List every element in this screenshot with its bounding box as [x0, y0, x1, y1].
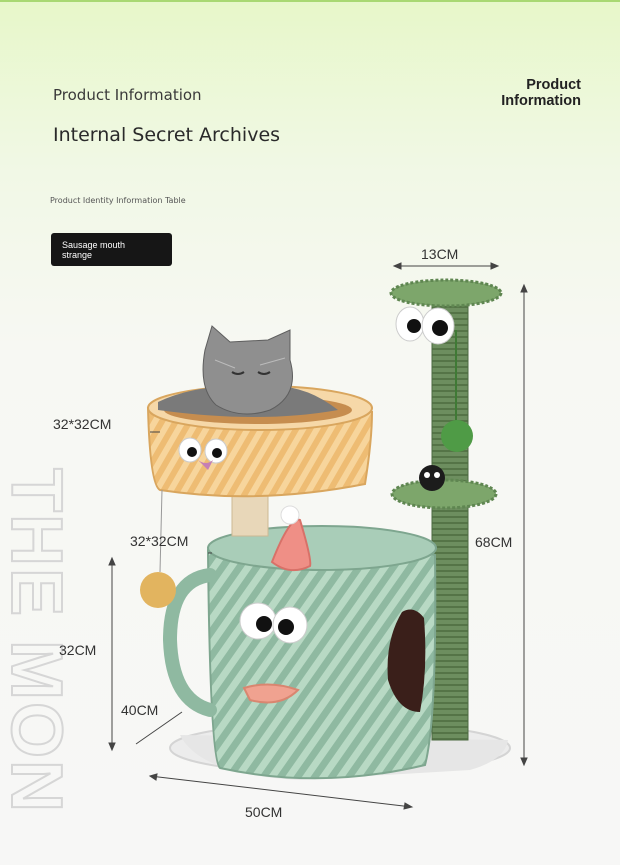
top-perch [389, 278, 503, 308]
dim-depth: 40CM [121, 702, 159, 718]
scratching-post [431, 297, 469, 741]
dim-box-height: 32CM [59, 642, 97, 658]
section-subtitle: Product Information [53, 86, 202, 104]
hanging-pompom [140, 572, 176, 608]
middle-perch [390, 478, 498, 510]
cat-house [162, 505, 437, 780]
sausage-mouth [242, 683, 300, 704]
dim-bed-size: 32*32CM [53, 416, 112, 432]
post-eyes [395, 306, 455, 345]
watermark-text: THE MON [0, 468, 76, 814]
identity-table-label: Product Identity Information Table [50, 196, 186, 205]
gray-cat [158, 325, 338, 417]
watermark: THE MON [0, 467, 77, 815]
feature-badge: Sausage mouth strange [51, 233, 172, 266]
dim-base-width: 50CM [245, 804, 283, 820]
dim-height: 68CM [475, 534, 513, 550]
product-info-heading: Product Information [501, 77, 581, 109]
dimension-lines [108, 262, 528, 810]
party-hat [270, 518, 312, 572]
soot-sprite-toy [419, 465, 445, 491]
top-accent-line [0, 0, 620, 2]
green-toy-ball [441, 420, 473, 452]
dim-top-width: 13CM [421, 246, 459, 262]
bed-support [231, 491, 269, 537]
section-title: Internal Secret Archives [53, 124, 281, 146]
dim-box-top: 32*32CM [130, 533, 189, 549]
